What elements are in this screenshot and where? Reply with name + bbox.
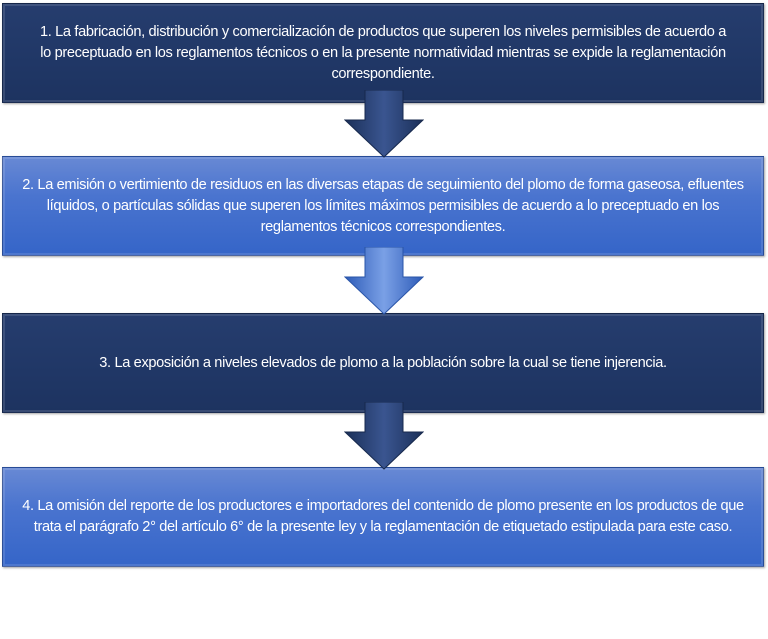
step-3-box: 3. La exposición a niveles elevados de p… [2,313,764,413]
down-arrow-icon [344,247,424,315]
down-arrow-icon [344,90,424,158]
down-arrow-icon [344,402,424,470]
step-4-box: 4. La omisión del reporte de los product… [2,467,764,567]
step-3-text: 3. La exposición a niveles elevados de p… [99,354,667,371]
step-1-text: 1. La fabricación, distribución y comerc… [39,23,727,82]
step-1-box: 1. La fabricación, distribución y comerc… [2,3,764,103]
step-2-text: 2. La emisión o vertimiento de residuos … [22,176,744,235]
step-4-text: 4. La omisión del reporte de los product… [22,498,744,535]
step-2-box: 2. La emisión o vertimiento de residuos … [2,156,764,256]
